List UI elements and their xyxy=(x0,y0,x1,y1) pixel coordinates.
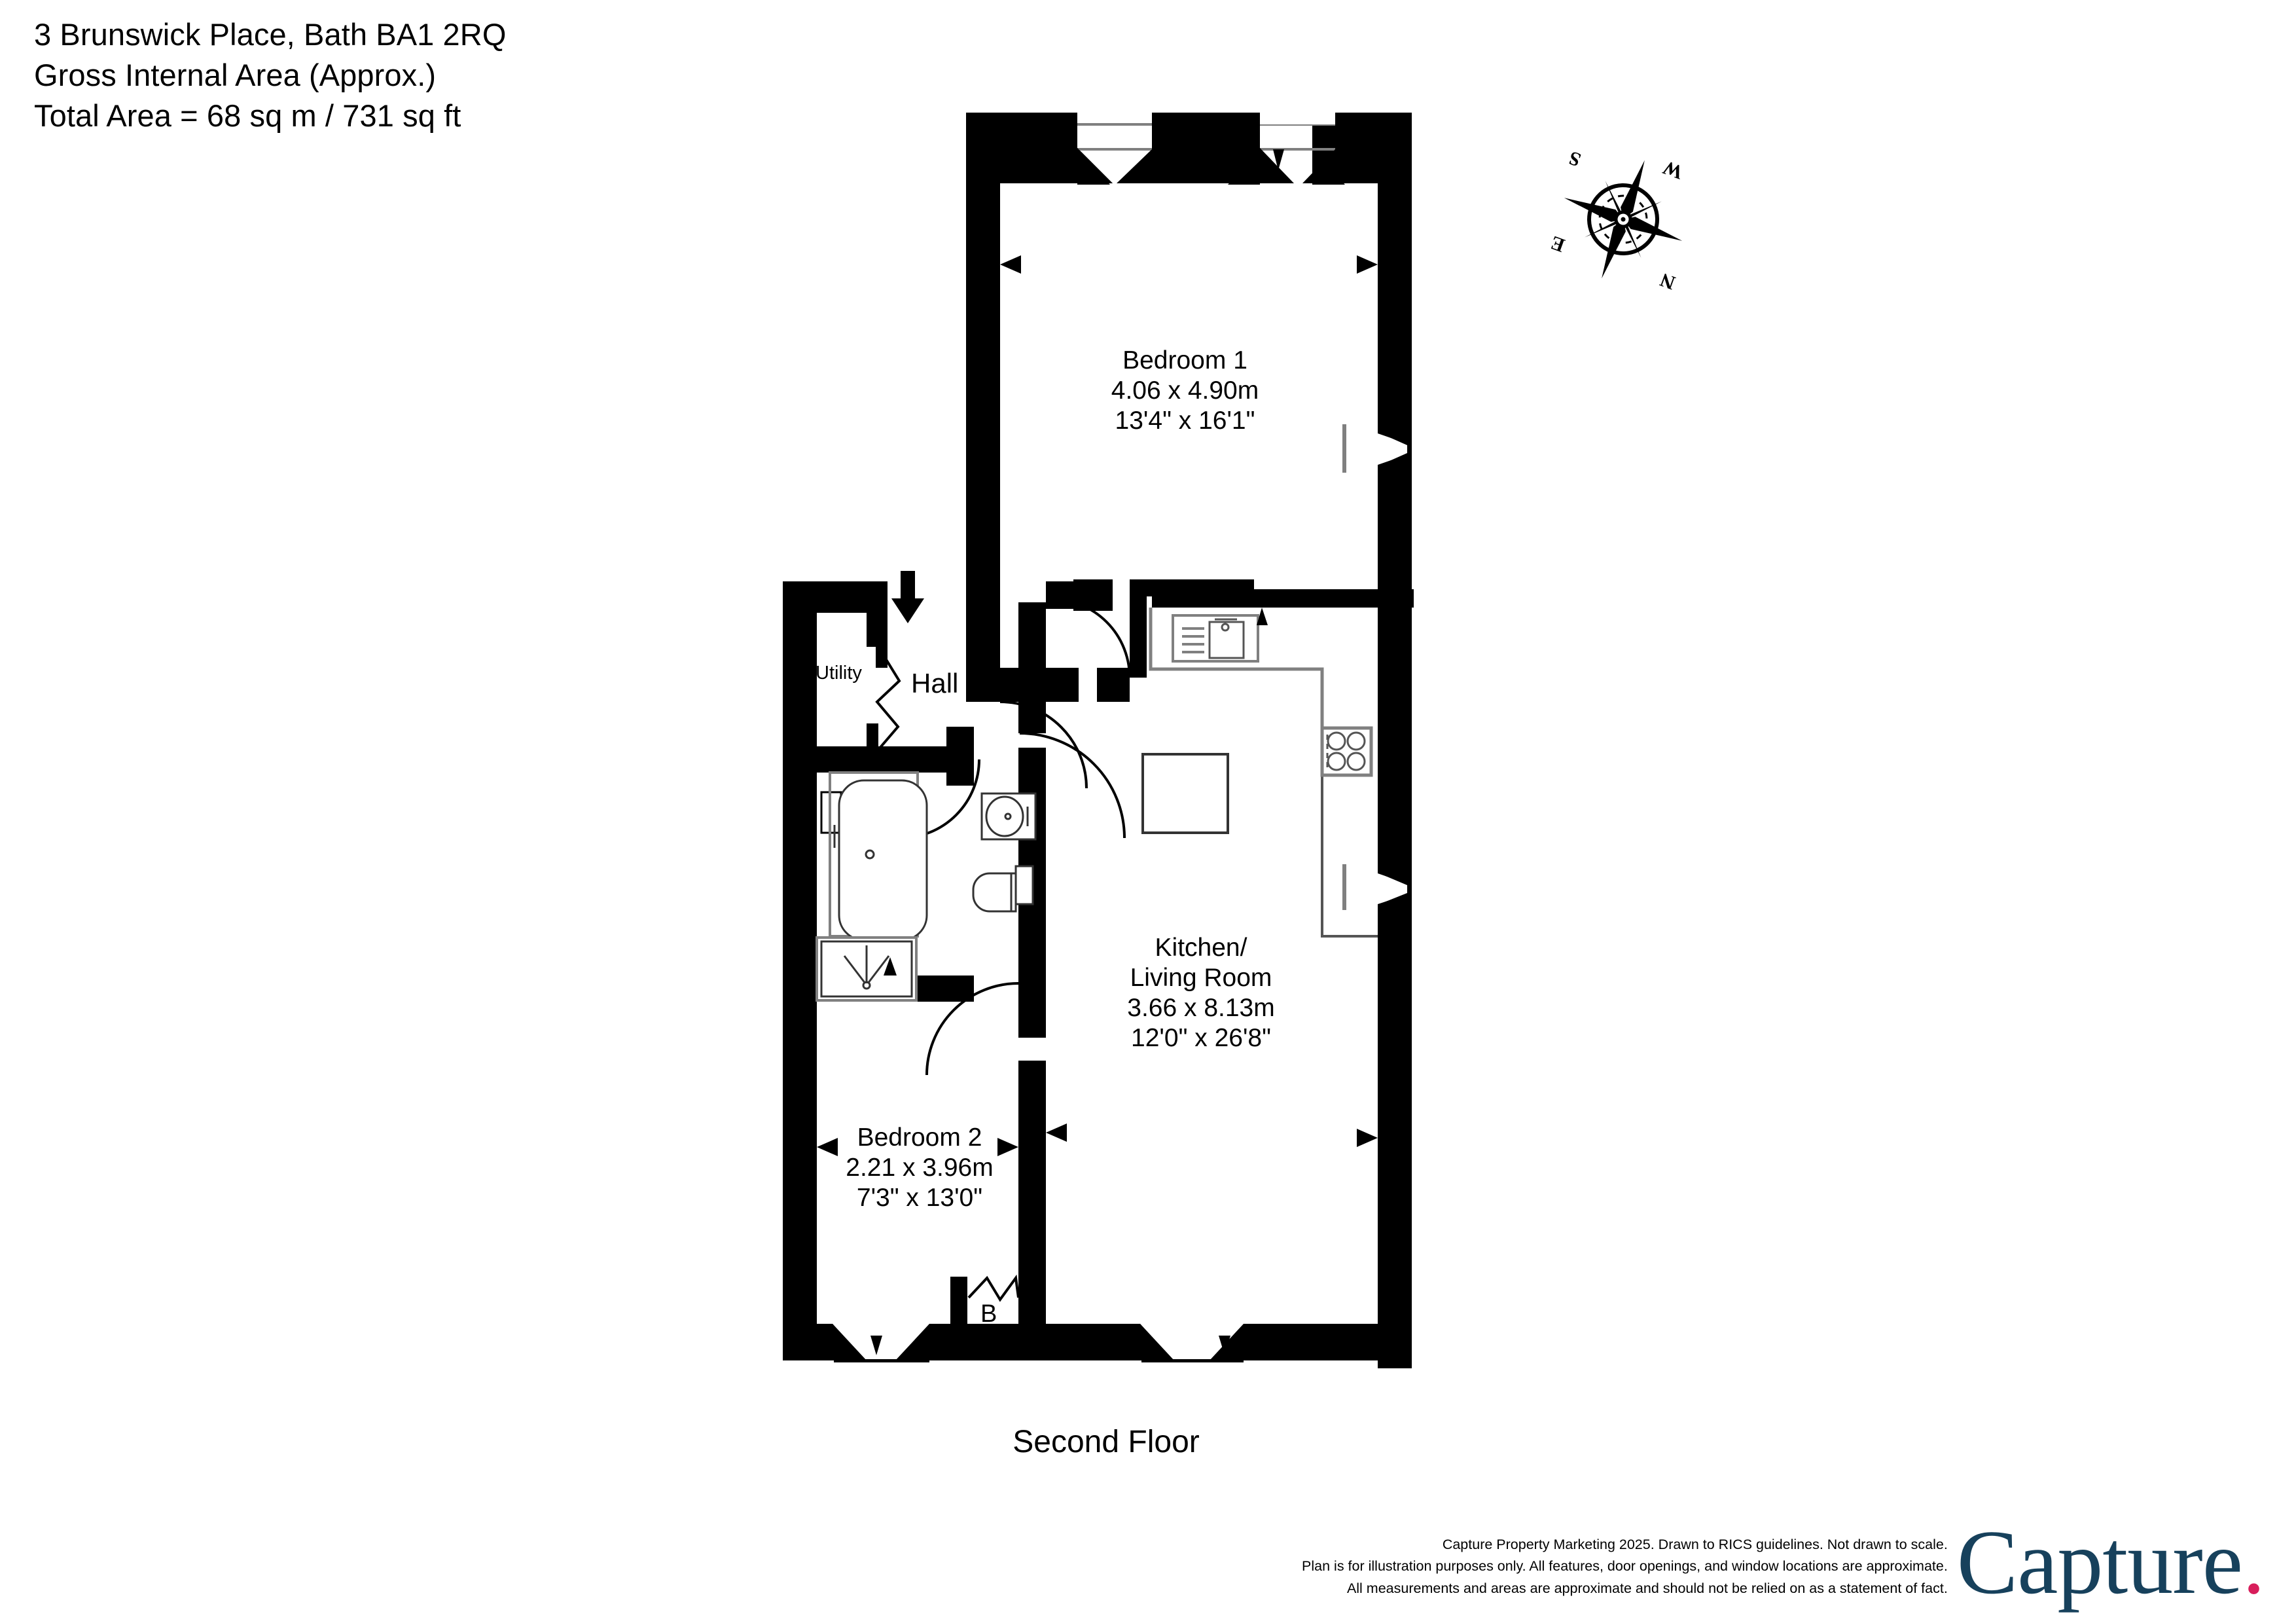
bedroom-2-imperial: 7'3" x 13'0" xyxy=(856,1184,983,1213)
compass-label-south: S xyxy=(1566,147,1584,171)
bedroom-1-imperial: 13'4" x 16'1" xyxy=(1115,407,1255,435)
bedroom-1-top-windows xyxy=(1077,113,1335,183)
compass-label-east: E xyxy=(1548,232,1568,257)
kitchen-dimension-arrows xyxy=(1357,1129,1378,1147)
disclaimer-line-1: Capture Property Marketing 2025. Drawn t… xyxy=(1442,1537,1948,1553)
disclaimer-line-2: Plan is for illustration purposes only. … xyxy=(1302,1558,1948,1575)
hall-label: Hall xyxy=(911,668,959,699)
bath-tub xyxy=(820,771,928,941)
kitchen-living-room-imperial: 12'0" x 26'8" xyxy=(1131,1024,1271,1053)
bedroom-1-side-window xyxy=(1342,424,1412,473)
kitchen-living-room-label: Kitchen/ Living Room 3.66 x 8.13m 12'0" … xyxy=(1080,933,1322,1053)
bedroom-2-name: Bedroom 2 xyxy=(857,1123,982,1152)
property-address: 3 Brunswick Place, Bath BA1 2RQ xyxy=(34,17,507,52)
boiler-cupboard-label: B xyxy=(980,1300,997,1328)
kitchen-island xyxy=(1141,753,1229,834)
total-area-label: Total Area = 68 sq m / 731 sq ft xyxy=(34,98,461,134)
kitchen-counter-run xyxy=(1149,608,1378,938)
bedroom-2-label: Bedroom 2 2.21 x 3.96m 7'3" x 13'0" xyxy=(821,1123,1018,1213)
bedroom-1-metric: 4.06 x 4.90m xyxy=(1111,376,1259,405)
header-block: 3 Brunswick Place, Bath BA1 2RQ Gross In… xyxy=(34,14,506,136)
gross-internal-area-label: Gross Internal Area (Approx.) xyxy=(34,58,437,93)
disclaimer-line-3: All measurements and areas are approxima… xyxy=(1346,1580,1948,1596)
door-swings xyxy=(875,598,1131,1076)
capture-logo-dot: . xyxy=(2242,1512,2265,1613)
bottom-wall-windows xyxy=(833,1324,1378,1362)
bathroom-door-marker xyxy=(884,957,897,976)
toilet xyxy=(972,865,1034,913)
compass-label-west: W xyxy=(1660,156,1685,183)
bedroom-2-dimension-arrows xyxy=(817,1123,1067,1156)
kitchen-door-markers xyxy=(1229,589,1268,625)
disclaimer-text: Capture Property Marketing 2025. Drawn t… xyxy=(1302,1534,1957,1599)
kitchen-living-room-name-2: Living Room xyxy=(1130,964,1272,993)
entrance-arrow-icon xyxy=(891,571,924,623)
kitchen-side-window-upper xyxy=(1342,864,1412,911)
kitchen-living-room-metric: 3.66 x 8.13m xyxy=(1127,994,1275,1023)
kitchen-sink-with-drainer xyxy=(1172,614,1259,663)
capture-logo: Capture. xyxy=(1957,1517,2265,1609)
boiler-cupboard-doors xyxy=(967,1274,1020,1302)
bedroom-1-name: Bedroom 1 xyxy=(1122,346,1247,374)
capture-logo-text: Capture xyxy=(1956,1512,2243,1613)
floor-caption: Second Floor xyxy=(1013,1425,1200,1459)
bedroom-1-dimension-arrows xyxy=(1000,255,1378,274)
bedroom-1-label: Bedroom 1 4.06 x 4.90m 13'4" x 16'1" xyxy=(1046,346,1324,436)
compass-label-north: N xyxy=(1657,268,1678,294)
utility-label: Utility xyxy=(816,663,862,684)
shower-tray xyxy=(816,936,918,1002)
compass-rose: S W E N xyxy=(1528,134,1718,304)
hob-four-ring xyxy=(1320,726,1373,777)
bedroom-2-metric: 2.21 x 3.96m xyxy=(846,1154,994,1182)
wash-basin xyxy=(980,792,1037,841)
footer: Capture Property Marketing 2025. Drawn t… xyxy=(1191,1517,2265,1616)
kitchen-living-room-name-1: Kitchen/ xyxy=(1155,934,1247,962)
